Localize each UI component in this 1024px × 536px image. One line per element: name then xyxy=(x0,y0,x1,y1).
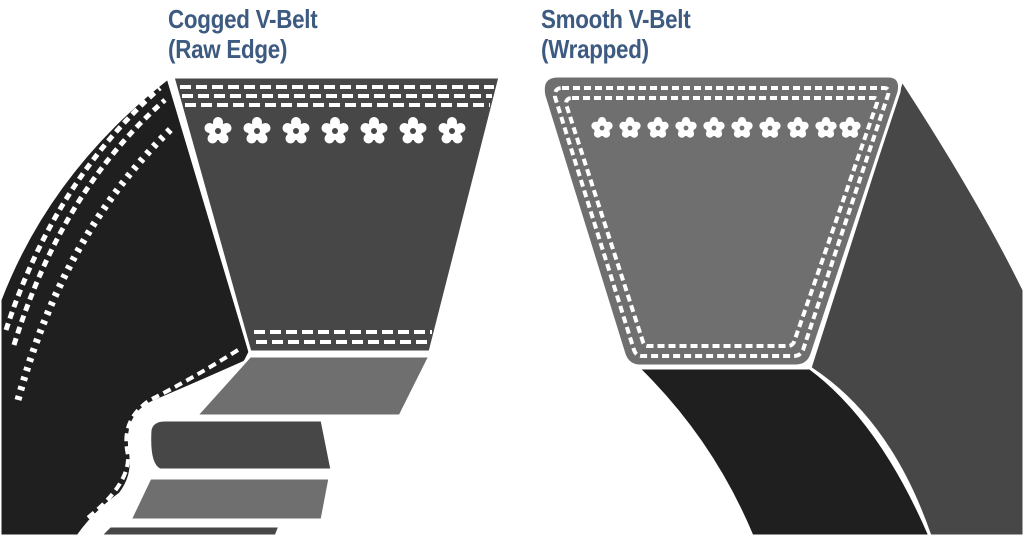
smooth-v-belt xyxy=(541,74,1024,536)
smooth-wrap-inner xyxy=(563,96,880,348)
cogged-belt-cog-4 xyxy=(97,524,283,536)
cogged-belt-label: Cogged V-Belt (Raw Edge) xyxy=(168,4,318,64)
cogged-tension-cords xyxy=(204,117,466,144)
cogged-belt-cog-2 xyxy=(148,418,334,472)
cogged-belt-title: Cogged V-Belt xyxy=(168,4,318,34)
smooth-belt-title: Smooth V-Belt xyxy=(541,4,691,34)
cogged-belt-cross-section xyxy=(171,75,502,354)
smooth-belt-label: Smooth V-Belt (Wrapped) xyxy=(541,4,691,64)
cogged-v-belt xyxy=(0,75,502,536)
smooth-belt-side-face xyxy=(808,76,1024,536)
smooth-wrap-outer xyxy=(552,86,891,358)
smooth-belt-subtitle: (Wrapped) xyxy=(541,34,649,64)
cogged-cog-edge-dash xyxy=(83,348,240,522)
cogged-belt-side xyxy=(0,75,252,536)
cogged-side-cord-1 xyxy=(3,86,162,331)
cogged-belt-cog-1 xyxy=(192,354,433,418)
smooth-tension-cords xyxy=(591,117,861,138)
smooth-belt-lower-body xyxy=(634,366,932,536)
cogged-belt-subtitle: (Raw Edge) xyxy=(168,34,288,64)
cogged-belt-cog-3 xyxy=(127,476,332,522)
cogged-side-cord-2 xyxy=(11,98,167,346)
